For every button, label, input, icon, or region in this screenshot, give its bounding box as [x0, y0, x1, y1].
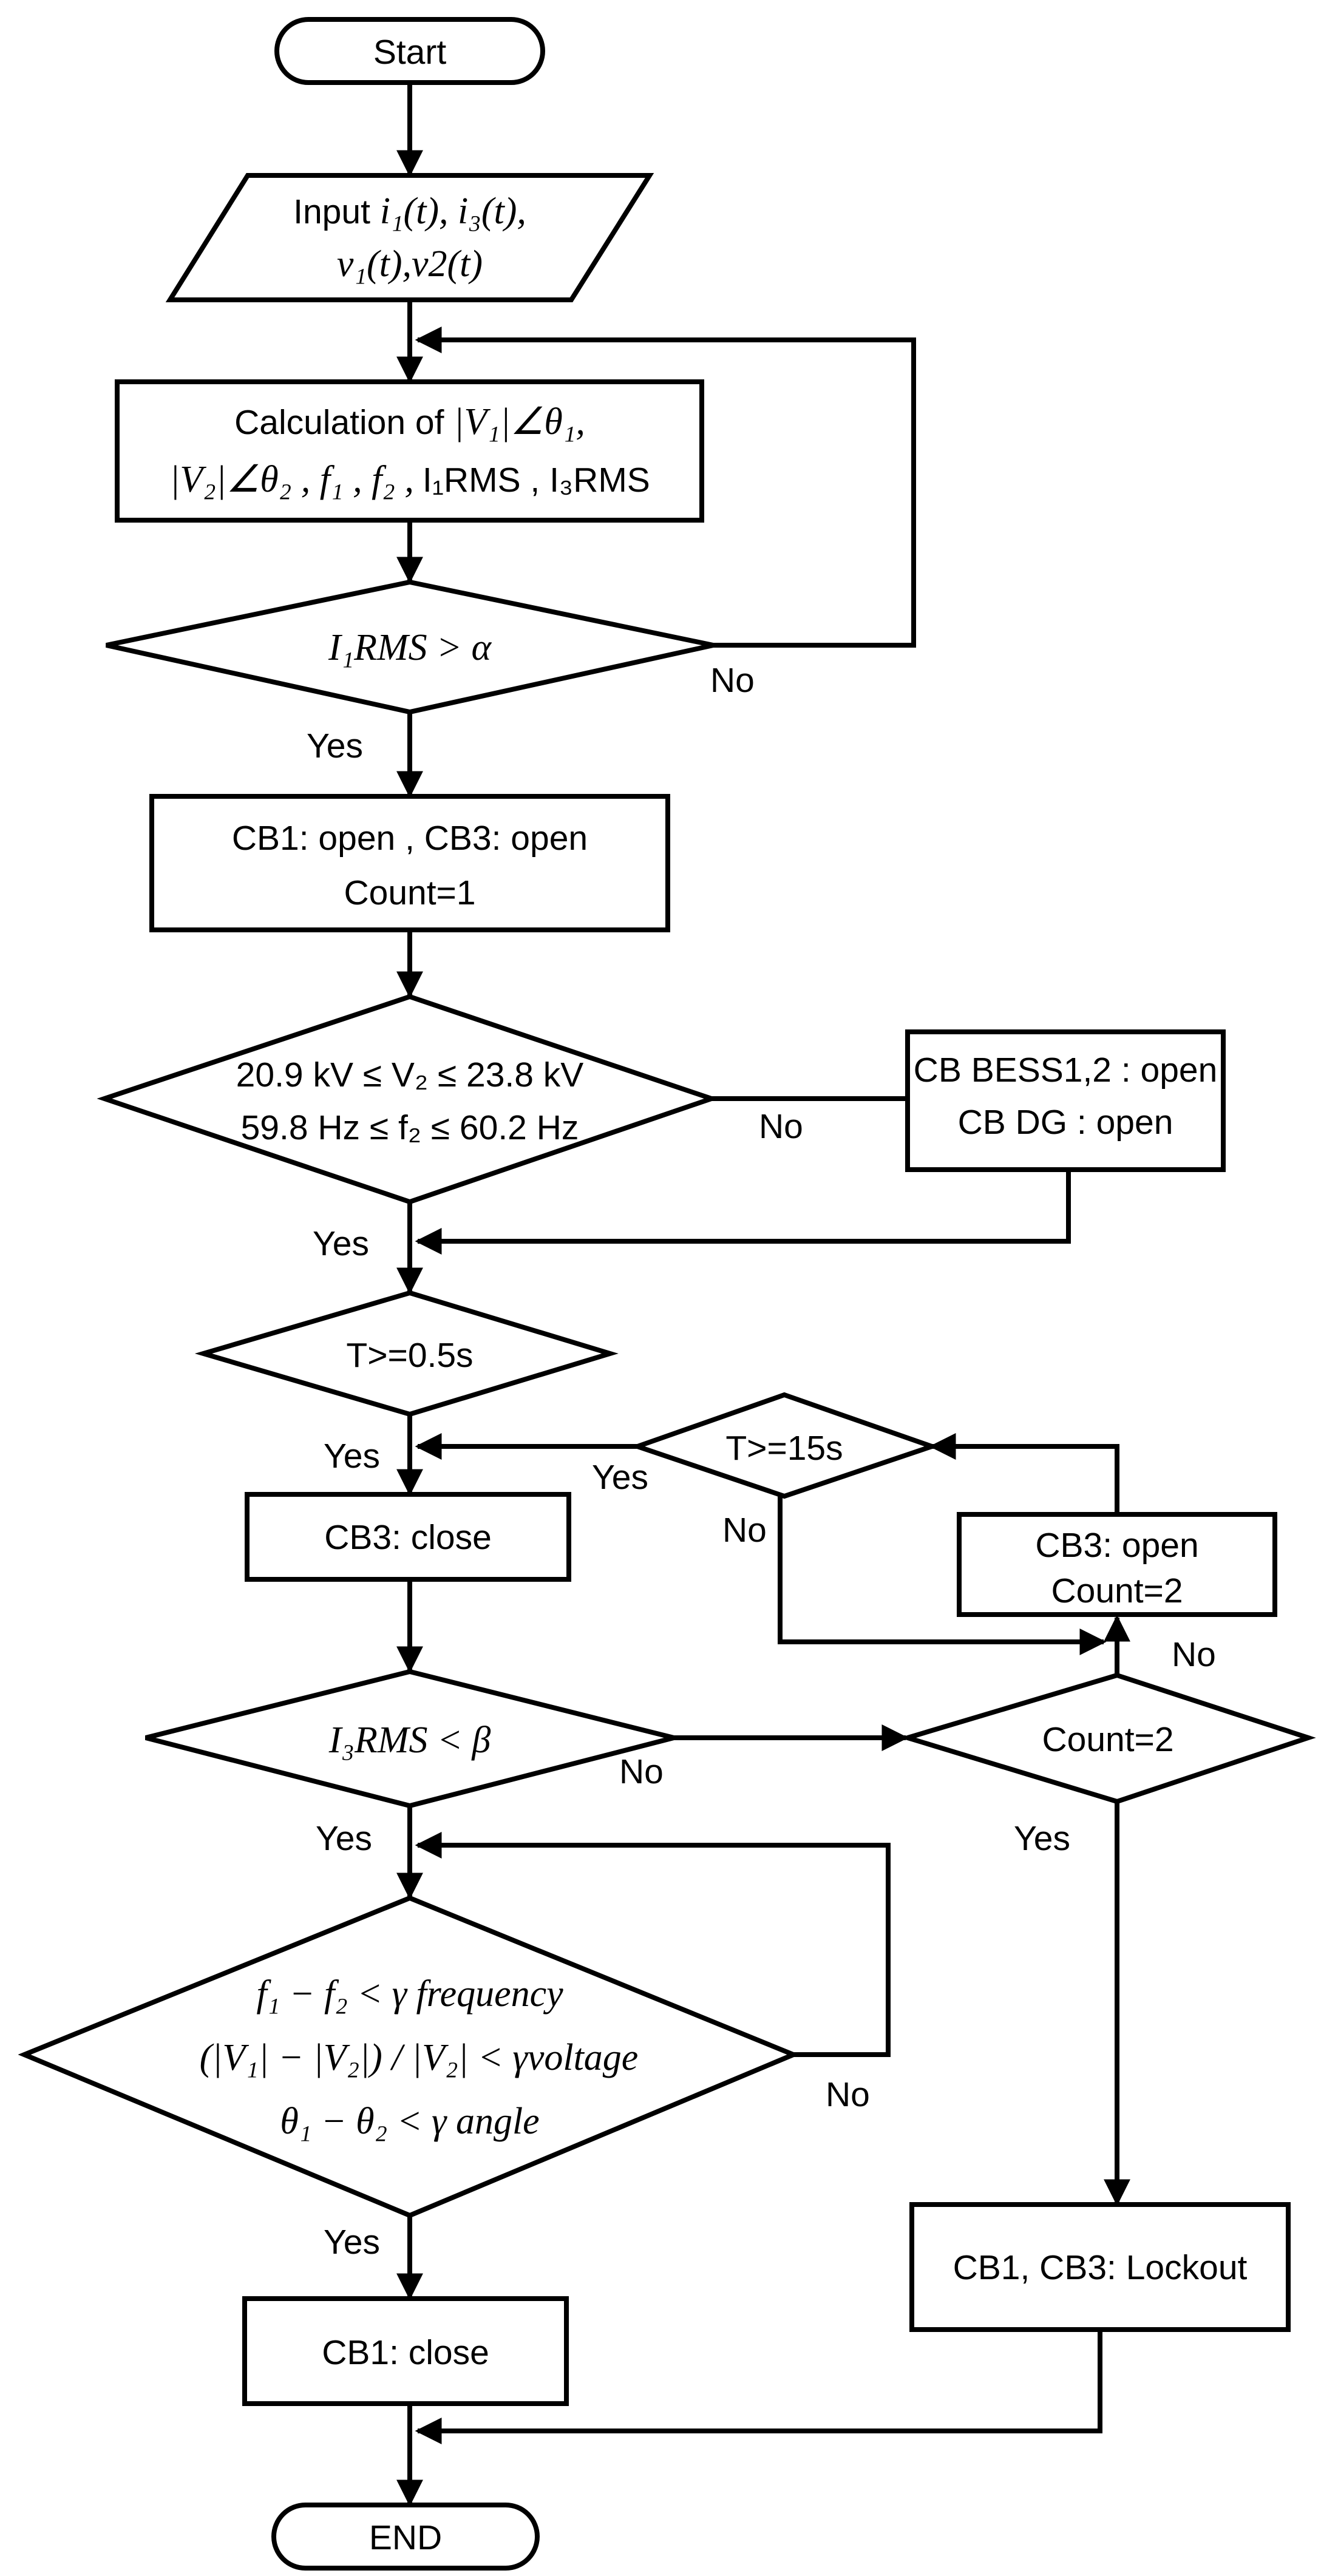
dec4-no-label: No — [619, 1752, 664, 1791]
dec2-voltage-range: 20.9 kV ≤ V₂ ≤ 23.8 kV — [236, 1056, 584, 1094]
connectors — [396, 83, 1130, 2507]
input-parallelogram: Input i₁(t), i₃(t), v₁(t),v2(t) — [165, 173, 654, 302]
input-label-prefix: Input — [293, 192, 380, 231]
calc-v2-freqs: |V₂|∠θ₂ , f₁ , f₂ , — [169, 459, 414, 500]
edge-cb3open-t15 — [929, 1433, 1119, 1513]
cb3-open-count2-box: CB3: open Count=2 — [957, 1512, 1277, 1617]
lockout-box: CB1, CB3: Lockout — [909, 2202, 1291, 2332]
cb-open-count: Count=1 — [344, 873, 475, 912]
svg-text:Input i₁(t), i₃(t),: Input i₁(t), i₃(t), — [293, 191, 526, 232]
count-no-label: No — [1172, 1635, 1216, 1674]
end-terminal: END — [271, 2503, 540, 2571]
edge-t15-no — [778, 1496, 1107, 1655]
t15-no-label: No — [722, 1511, 767, 1550]
dec2-frequency-range: 59.8 Hz ≤ f₂ ≤ 60.2 Hz — [241, 1108, 579, 1147]
dec2-yes-label: Yes — [313, 1224, 369, 1263]
decision-t-15s: T>=15s — [630, 1392, 940, 1499]
cb3-close-box: CB3: close — [245, 1492, 571, 1582]
dec4-label: I₃RMS < β — [328, 1720, 491, 1761]
calc-rms-currents: I₁RMS , I₃RMS — [423, 461, 650, 500]
cb-open-line1: CB1: open , CB3: open — [232, 819, 588, 858]
count-yes-label: Yes — [1014, 1819, 1070, 1858]
dec-t15-label: T>=15s — [725, 1429, 843, 1468]
dec2-no-label: No — [759, 1107, 803, 1146]
dec4-yes-label: Yes — [316, 1819, 372, 1858]
input-voltages: v₁(t),v2(t) — [337, 243, 483, 285]
dec-count-label: Count=2 — [1042, 1720, 1173, 1759]
cb-open-box: CB1: open , CB3: open Count=1 — [149, 794, 670, 932]
cb1-close-label: CB1: close — [322, 2333, 489, 2372]
cb1-close-box: CB1: close — [242, 2296, 569, 2406]
calc-v1-phasor: |V₁|∠θ₁, — [453, 401, 585, 442]
cb3-open-count: Count=2 — [1051, 1571, 1183, 1610]
cb-bess-dg-box: CB BESS1,2 : open CB DG : open — [905, 1029, 1226, 1172]
edge-dec5-no-loop — [415, 1832, 891, 2057]
decision-voltage-frequency: 20.9 kV ≤ V₂ ≤ 23.8 kV 59.8 Hz ≤ f₂ ≤ 60… — [97, 994, 719, 1205]
dec1-no-label: No — [710, 661, 755, 700]
cb3-close-label: CB3: close — [324, 1518, 492, 1557]
edge-lockout-merge — [415, 2330, 1102, 2444]
lockout-label: CB1, CB3: Lockout — [953, 2248, 1248, 2287]
dec3-yes-label: Yes — [324, 1437, 380, 1476]
t15-yes-label: Yes — [592, 1458, 648, 1497]
dec5-frequency-condition: f₁ − f₂ < γ frequency — [256, 1973, 563, 2015]
decision-t-0-5s: T>=0.5s — [194, 1290, 619, 1417]
dec1-yes-label: Yes — [307, 727, 363, 765]
start-terminal: Start — [274, 17, 545, 85]
input-currents: i₁(t), i₃(t), — [380, 191, 526, 232]
svg-text:Calculation of |V₁|∠θ₁,: Calculation of |V₁|∠θ₁, — [234, 401, 585, 442]
dec1-label: I₁RMS > α — [328, 627, 492, 668]
dec5-no-label: No — [826, 2075, 870, 2114]
calculation-box: Calculation of |V₁|∠θ₁, |V₂|∠θ₂ , f₁ , f… — [115, 379, 704, 523]
edge-dec1-no-loop — [415, 327, 916, 648]
start-label: Start — [373, 33, 447, 72]
end-label: END — [369, 2518, 442, 2557]
edge-bess-merge — [415, 1170, 1071, 1255]
svg-text:|V₂|∠θ₂ , f₁ , f₂ ,I₁RMS , I₃R: |V₂|∠θ₂ , f₁ , f₂ ,I₁RMS , I₃RMS — [169, 459, 650, 500]
decision-sync-check: f₁ − f₂ < γ frequency (|V₁| − |V₂|) / |V… — [18, 1895, 800, 2218]
cb3-open-label: CB3: open — [1035, 1526, 1198, 1565]
cb-dg-label: CB DG : open — [958, 1103, 1173, 1142]
decision-i1rms: I₁RMS > α — [106, 579, 714, 715]
decision-i3rms: I₃RMS < β — [145, 1669, 674, 1809]
dec5-angle-condition: θ₁ − θ₂ < γ angle — [280, 2101, 539, 2142]
calc-label-prefix: Calculation of — [234, 403, 453, 442]
dec3-label: T>=0.5s — [346, 1336, 473, 1375]
cb-bess-label: CB BESS1,2 : open — [914, 1051, 1218, 1090]
dec5-voltage-condition: (|V₁| − |V₂|) / |V₂| < γvoltage — [200, 2037, 639, 2078]
dec5-yes-label: Yes — [324, 2223, 380, 2262]
decision-count2: Count=2 — [899, 1672, 1316, 1805]
